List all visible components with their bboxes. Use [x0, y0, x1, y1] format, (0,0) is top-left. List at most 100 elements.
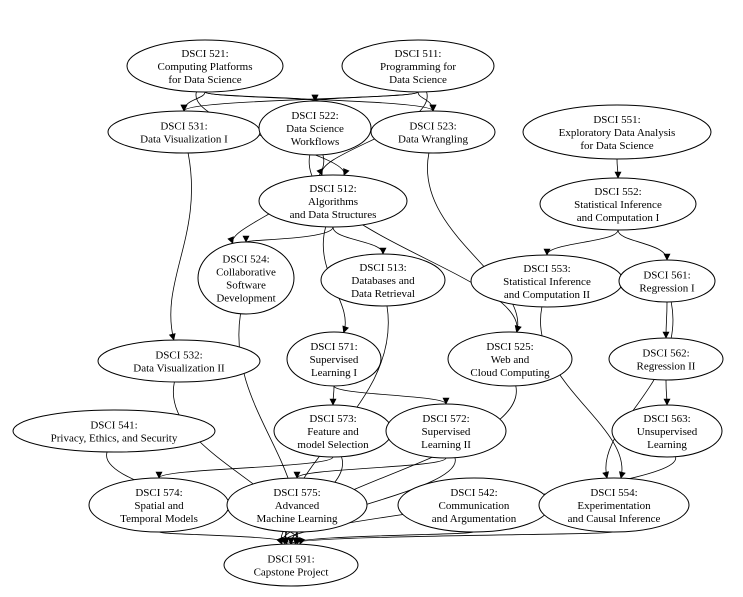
- course-title-label: Data Science: [286, 123, 344, 135]
- prerequisite-arrow: [242, 226, 334, 243]
- prerequisite-line: [290, 531, 615, 545]
- arrowhead-icon: [618, 471, 626, 479]
- course-title-label: Development: [216, 293, 275, 305]
- course-title-label: Data Science: [389, 74, 447, 86]
- course-node-outline: [197, 241, 295, 315]
- prerequisite-line: [296, 457, 447, 479]
- arrowhead-icon: [663, 253, 671, 261]
- course-code-label: DSCI 524:: [222, 254, 269, 266]
- course-node-outline: [618, 259, 716, 303]
- prerequisite-arrow: [168, 152, 192, 341]
- course-node-outline: [608, 337, 724, 381]
- course-node-outline: [226, 477, 368, 533]
- course-node-dsci-523: DSCI 523:Data Wrangling: [370, 110, 496, 154]
- prerequisite-line: [183, 91, 206, 112]
- arrowhead-icon: [614, 171, 622, 179]
- prerequisite-line: [417, 91, 434, 112]
- course-title-label: and Data Structures: [290, 209, 377, 221]
- prerequisite-line: [427, 152, 519, 333]
- course-title-label: for Data Science: [580, 140, 653, 152]
- course-code-label: DSCI 572:: [422, 413, 469, 425]
- course-title-label: Statistical Inference: [503, 276, 591, 288]
- course-title-label: Spatial and: [134, 500, 184, 512]
- prerequisite-line: [158, 456, 334, 479]
- arrowhead-icon: [662, 331, 670, 339]
- prerequisite-arrow: [158, 531, 295, 545]
- course-title-label: Learning II: [421, 439, 471, 451]
- course-node-outline: [447, 331, 573, 387]
- course-node-dsci-561: DSCI 561:Regression I: [618, 259, 716, 303]
- course-title-label: Computing Platforms: [157, 61, 252, 73]
- course-title-label: model Selection: [297, 439, 369, 451]
- course-code-label: DSCI 552:: [594, 186, 641, 198]
- prerequisite-line: [170, 152, 192, 341]
- course-code-label: DSCI 575:: [273, 487, 320, 499]
- arrowhead-icon: [343, 168, 350, 176]
- course-node-dsci-541: DSCI 541:Privacy, Ethics, and Security: [12, 409, 216, 453]
- course-code-label: DSCI 532:: [155, 350, 202, 362]
- arrowhead-icon: [316, 168, 323, 176]
- course-node-outline: [611, 404, 723, 458]
- course-node-dsci-524: DSCI 524:CollaborativeSoftwareDevelopmen…: [197, 241, 295, 315]
- course-title-label: Experimentation: [577, 500, 651, 512]
- prerequisite-arrow: [662, 301, 670, 339]
- course-code-label: DSCI 563:: [643, 413, 690, 425]
- prerequisite-line: [245, 226, 334, 243]
- arrowhead-icon: [287, 537, 295, 545]
- course-node-outline: [341, 39, 495, 93]
- course-node-outline: [286, 331, 382, 387]
- arrowhead-icon: [311, 94, 319, 102]
- course-title-label: and Computation II: [504, 289, 590, 301]
- course-title-label: Feature and: [307, 426, 359, 438]
- course-title-label: Capstone Project: [254, 567, 329, 579]
- prerequisite-arrow: [417, 91, 437, 112]
- prerequisite-arrow: [287, 531, 615, 545]
- arrowhead-icon: [155, 471, 163, 479]
- course-title-label: Algorithms: [308, 196, 358, 208]
- prerequisite-line: [158, 531, 292, 545]
- course-title-label: Workflows: [291, 136, 340, 148]
- course-title-label: Data Retrieval: [351, 288, 415, 300]
- arrowhead-icon: [602, 471, 610, 479]
- arrowhead-icon: [663, 398, 671, 406]
- course-title-label: and Argumentation: [432, 513, 517, 525]
- prerequisite-arrow: [602, 301, 674, 479]
- course-code-label: DSCI 531:: [160, 121, 207, 133]
- prerequisite-line: [546, 229, 619, 256]
- course-title-label: Programming for: [380, 61, 456, 73]
- course-title-label: Machine Learning: [257, 513, 338, 525]
- arrowhead-icon: [442, 397, 450, 405]
- course-code-label: DSCI 523:: [409, 121, 456, 133]
- course-title-label: Regression II: [637, 361, 696, 373]
- course-code-label: DSCI 591:: [267, 554, 314, 566]
- course-code-label: DSCI 511:: [395, 48, 442, 60]
- course-code-label: DSCI 562:: [642, 348, 689, 360]
- course-title-label: Communication: [439, 500, 510, 512]
- arrowhead-icon: [429, 104, 437, 112]
- prerequisite-arrow: [332, 226, 387, 255]
- course-title-label: Supervised: [310, 354, 359, 366]
- course-code-label: DSCI 551:: [593, 114, 640, 126]
- arrowhead-icon: [329, 398, 337, 406]
- course-node-outline: [12, 409, 216, 453]
- course-code-label: DSCI 512:: [309, 183, 356, 195]
- course-code-label: DSCI 574:: [135, 487, 182, 499]
- course-title-label: and Computation I: [577, 212, 660, 224]
- course-code-label: DSCI 561:: [643, 270, 690, 282]
- arrowhead-icon: [543, 248, 551, 256]
- course-code-label: DSCI 571:: [310, 341, 357, 353]
- arrowhead-icon: [242, 235, 250, 243]
- prerequisite-arrow: [155, 456, 334, 479]
- course-title-label: and Causal Inference: [568, 513, 661, 525]
- course-code-label: DSCI 541:: [90, 420, 137, 432]
- arrowhead-icon: [514, 325, 522, 333]
- course-title-label: Regression I: [639, 283, 695, 295]
